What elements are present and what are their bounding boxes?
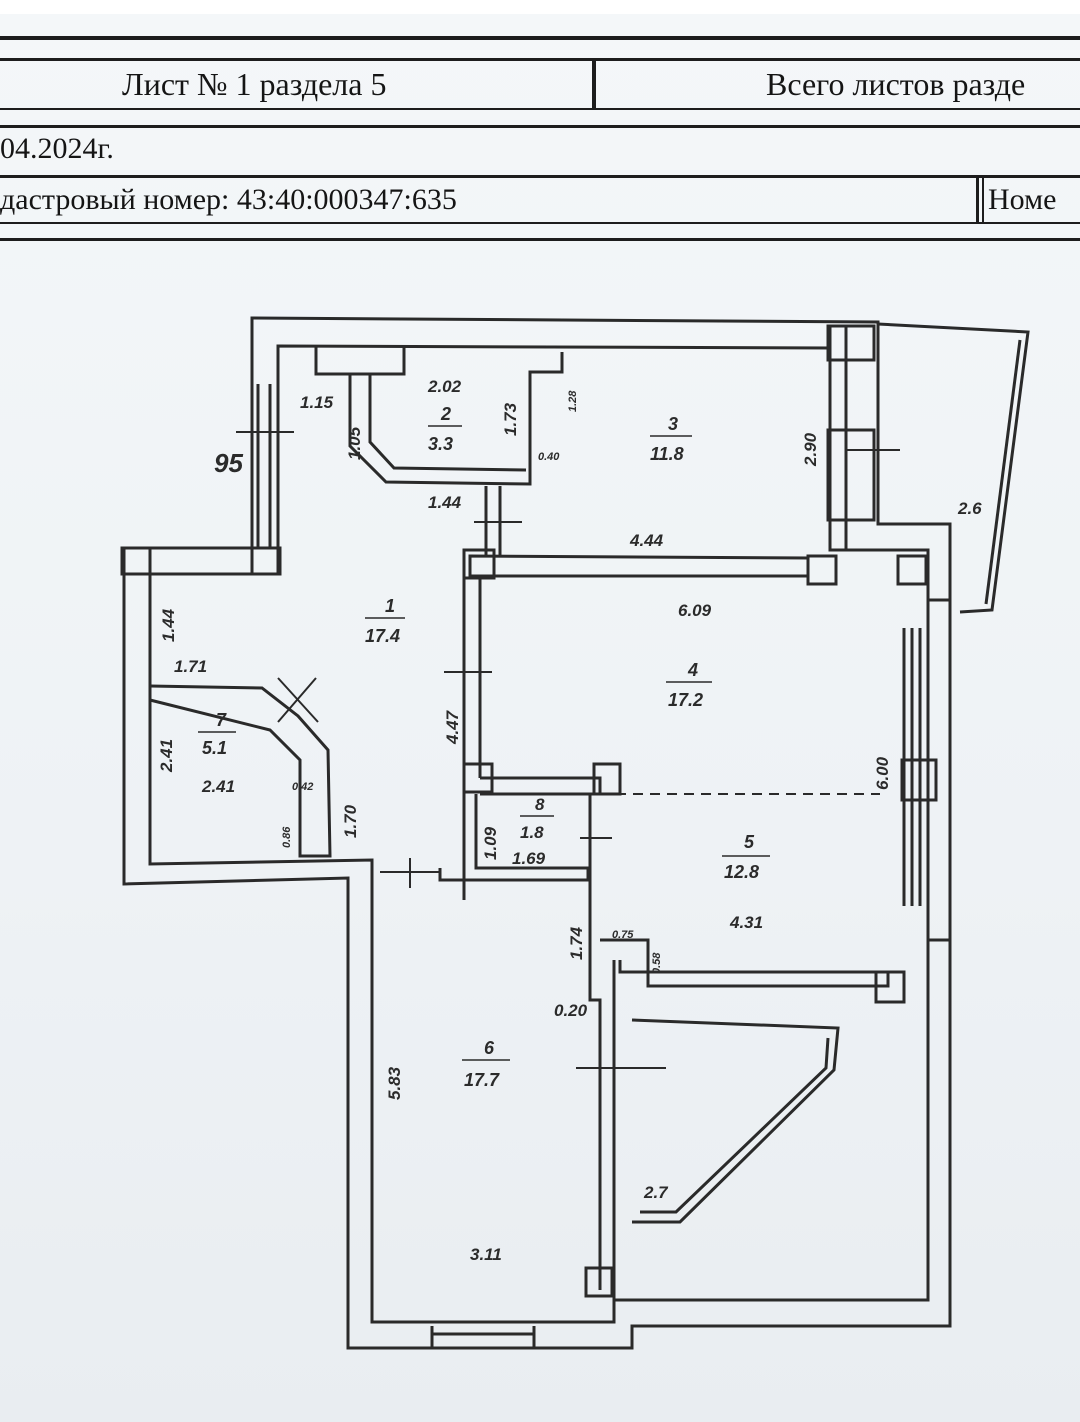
room-8-area: 1.8 [520,823,544,842]
dim-6-09: 6.09 [678,601,712,620]
dim-1-44-top: 1.44 [428,493,462,512]
dim-2-90: 2.90 [801,432,820,467]
dim-1-69: 1.69 [512,849,546,868]
dim-0-20: 0.20 [554,1001,588,1020]
dim-1-09: 1.09 [481,826,500,860]
dim-0-58: 0.58 [651,952,663,974]
floor-plan: 95 1 17.4 2 3.3 3 11.8 4 17.2 5 12.8 6 1… [120,316,1030,1350]
dimension-labels: 1.15 1.05 2.02 1.73 1.28 0.40 1.44 2.90 … [157,377,982,1264]
dim-2-41-vertical: 2.41 [157,739,176,773]
header-divider-2b [982,176,984,224]
room-6-number: 6 [484,1038,495,1058]
room-4-number: 4 [687,660,698,680]
dim-3-11: 3.11 [470,1245,502,1264]
room-3-number: 3 [668,414,678,434]
room-6-area: 17.7 [464,1070,500,1090]
header-rule-7 [0,238,1080,241]
dim-1-70: 1.70 [341,804,360,838]
dim-1-73: 1.73 [501,402,520,436]
header-rule-6 [0,222,1080,224]
room-3-area: 11.8 [650,444,684,464]
document-date: 04.2024г. [0,132,114,165]
total-sheets-label: Всего листов разде [766,66,1026,102]
room-8-number: 8 [535,795,545,814]
header-rule-2 [0,58,1080,61]
dim-1-71: 1.71 [174,657,207,676]
dim-5-83: 5.83 [385,1066,404,1100]
dim-0-42: 0.42 [292,781,313,793]
dim-1-44-left: 1.44 [159,608,178,642]
columns [120,324,952,1298]
dim-4-31: 4.31 [729,913,763,932]
room-1-number: 1 [385,596,395,616]
dim-1-15: 1.15 [300,393,334,412]
room-7-area: 5.1 [202,738,227,758]
header-rule-4 [0,125,1080,128]
dim-1-28: 1.28 [567,390,579,412]
header-divider-2 [976,176,979,224]
room-2-number: 2 [440,404,451,424]
dim-6-00: 6.00 [873,756,892,790]
dim-0-86: 0.86 [281,826,293,848]
room-labels: 1 17.4 2 3.3 3 11.8 4 17.2 5 12.8 6 17.7… [198,404,770,1090]
dim-4-47: 4.47 [443,709,462,745]
room-5-area: 12.8 [724,862,759,882]
room-7-number: 7 [216,710,227,730]
walls [122,316,1030,1350]
dim-2-41: 2.41 [201,777,235,796]
header-rule-1 [0,36,1080,40]
dim-2-6: 2.6 [957,499,982,518]
header-rule-3 [0,108,1080,110]
dim-0-40: 0.40 [538,451,560,463]
plan-marker: 95 [214,448,243,478]
header-rule-5 [0,175,1080,178]
number-label: Номе [988,183,1057,216]
room-1-area: 17.4 [365,626,400,646]
dim-0-75: 0.75 [612,929,634,941]
dim-2-7: 2.7 [643,1183,669,1202]
sheet-label: Лист № 1 раздела 5 [122,66,387,102]
dim-1-05: 1.05 [345,426,364,460]
room-2-area: 3.3 [428,434,453,454]
room-4-area: 17.2 [668,690,703,710]
dim-1-74: 1.74 [567,926,586,960]
cadastral-number: дастровый номер: 43:40:000347:635 [0,183,457,216]
header-divider-1 [592,60,596,110]
dim-4-44: 4.44 [629,531,664,550]
dim-2-02: 2.02 [427,377,462,396]
room-5-number: 5 [744,832,755,852]
door-marks [236,431,900,1069]
top-margin [0,0,1080,14]
